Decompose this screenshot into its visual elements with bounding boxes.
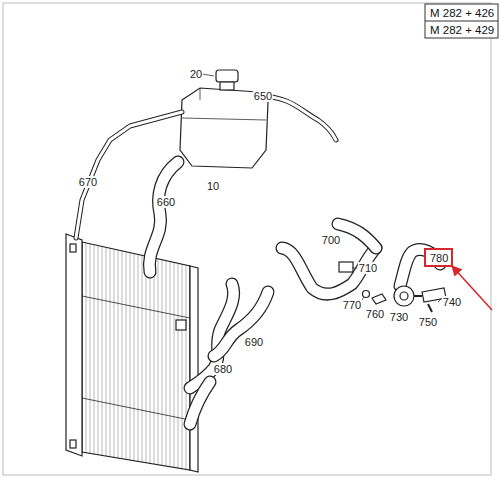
- callout-number: 750: [418, 316, 438, 328]
- model-table: [425, 4, 498, 38]
- expansion-tank: [180, 70, 268, 168]
- callout-number: 770: [342, 299, 362, 311]
- table-cell: M 282 + 426: [429, 7, 495, 20]
- highlight-box: 780: [424, 248, 453, 267]
- callout-number: 760: [365, 308, 385, 320]
- callout-number: 780: [430, 252, 447, 264]
- pump: [394, 286, 414, 306]
- frame: [3, 3, 491, 475]
- clamp: [339, 262, 353, 272]
- callout-number: 700: [321, 234, 341, 246]
- radiator: [66, 234, 198, 472]
- callout-number: 10: [206, 180, 220, 192]
- callout-number: 660: [156, 196, 176, 208]
- pump-group: [339, 262, 446, 312]
- callout-number: 680: [213, 363, 233, 375]
- callout-number: 650: [253, 90, 273, 102]
- fitting: [372, 294, 386, 304]
- nut: [363, 291, 370, 298]
- table-cell: M 282 + 429: [429, 24, 495, 37]
- callout-number: 690: [244, 336, 264, 348]
- callout-number: 670: [78, 176, 98, 188]
- leader-lines: [202, 74, 444, 302]
- callout-number: 20: [189, 68, 203, 80]
- cap: [216, 70, 238, 82]
- hoses: [76, 96, 440, 424]
- callout-number: 710: [358, 262, 378, 274]
- callout-number: 730: [389, 311, 409, 323]
- callout-number: 740: [442, 296, 462, 308]
